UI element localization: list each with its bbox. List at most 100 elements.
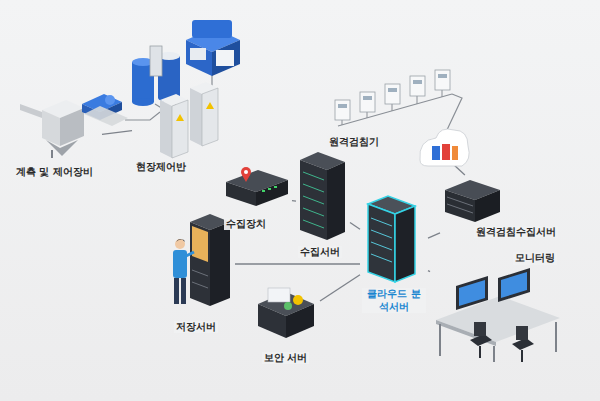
monitoring-desk-part (521, 350, 523, 362)
meter-part (385, 84, 400, 104)
control-panel-part (206, 102, 214, 109)
meter-server-part-part (447, 204, 473, 213)
monitoring-desk-part (436, 296, 560, 342)
pump (82, 94, 128, 126)
meter-server-part (445, 190, 475, 222)
security-server-part (284, 302, 292, 310)
person-part (181, 278, 186, 304)
device-label: 현장제어반 (134, 161, 188, 174)
wire-line (102, 131, 132, 135)
water-unit-part (212, 40, 240, 76)
monitoring-desk-part (479, 346, 481, 358)
monitoring-desk-part (516, 326, 528, 340)
device-label: 수집서버 (298, 246, 342, 259)
control-panel-part (160, 100, 172, 158)
device-label: 클라우드 분석서버 (362, 288, 426, 313)
meter-wire-part (392, 104, 393, 111)
pump-part (105, 95, 115, 105)
tank-part (132, 98, 154, 106)
server-rack-part (327, 162, 345, 240)
water-unit (186, 20, 240, 76)
control-panel-part (172, 100, 188, 158)
dust-collector (20, 100, 84, 158)
meter-display-part (413, 80, 422, 84)
meter-display (338, 74, 447, 108)
storage-rack-part-part (192, 270, 208, 276)
device-label: 원격검침기 (327, 136, 381, 149)
tank-part (150, 46, 162, 76)
device-node: 저장서버 (160, 210, 235, 335)
storage-rack-part (210, 222, 230, 306)
cloud-server-rack-part-part (371, 230, 392, 238)
storage-rack-part (190, 222, 210, 306)
meter-part (435, 70, 450, 90)
collector-device-part (226, 182, 256, 206)
device-node: 모니터링 (430, 250, 565, 365)
network-wire (428, 271, 430, 272)
water-unit-part (190, 48, 206, 60)
cloud-server-rack-part-part (371, 254, 392, 262)
device-node: 현장제어반 (132, 75, 222, 175)
server-rack-part-part (303, 220, 324, 228)
firewall-part (452, 146, 458, 160)
network-wire (102, 131, 132, 135)
firewall-part (442, 144, 450, 160)
device-label: 원격검침수집서버 (474, 226, 558, 239)
security-server-part (258, 304, 286, 338)
dust-collector-part (42, 110, 60, 146)
monitoring-desk-part (474, 322, 486, 336)
cloud-server-rack-part-part (371, 242, 392, 250)
person-part (173, 250, 187, 278)
meter-wire-part (446, 94, 462, 132)
person-part (186, 252, 194, 256)
person (173, 239, 194, 304)
monitoring-desk (436, 268, 560, 362)
cloud-server-rack-part (371, 218, 392, 262)
firewall-part (420, 129, 469, 166)
network-wire (292, 200, 296, 201)
meter-display-part (338, 104, 347, 108)
meter-wire-part (417, 96, 418, 104)
network-wire (428, 233, 440, 238)
firewall (420, 129, 469, 166)
device-node: 계측 및 제어장비 (12, 100, 102, 180)
person-part (174, 278, 179, 304)
monitoring-desk-part (439, 324, 441, 356)
device-label: 수집장치 (224, 218, 268, 231)
monitoring-desk-part (498, 268, 530, 302)
security-server-part (268, 288, 290, 302)
storage-rack-part (192, 226, 208, 262)
meter-wire-part (442, 90, 443, 97)
collector-device-part (268, 188, 271, 190)
server-rack-part (303, 172, 324, 228)
collector-device (226, 167, 288, 206)
device-node: 보안 서버 (250, 280, 320, 368)
device-node: 원격검침기 (325, 66, 460, 150)
dust-collector-part (20, 104, 42, 118)
wire-line (428, 271, 430, 272)
device-label: 모니터링 (513, 252, 557, 265)
meter-wire-part (342, 120, 343, 125)
collector-device-part (256, 180, 288, 206)
monitoring-desk-part (501, 272, 527, 298)
water-unit-part (216, 50, 234, 66)
person-part (176, 239, 185, 242)
cloud-server-rack-part (395, 206, 415, 282)
device-node: 클라우드 분석서버 (360, 190, 428, 315)
collector-device-part (242, 175, 250, 182)
meter-server-part-part (447, 197, 473, 206)
wire-line (320, 275, 360, 301)
security-server-part (293, 295, 303, 305)
network-wire (350, 222, 360, 229)
wire-line (235, 263, 360, 264)
control-panel (160, 82, 218, 158)
water-unit-part (186, 40, 212, 76)
monitoring-desk-part (436, 320, 496, 346)
collector-device-part (262, 190, 265, 192)
cloud-server-rack (368, 196, 415, 282)
meter (335, 70, 450, 120)
network-wire (235, 264, 360, 265)
monitoring-desk-part (493, 346, 495, 362)
server-rack-part-part (303, 184, 324, 192)
